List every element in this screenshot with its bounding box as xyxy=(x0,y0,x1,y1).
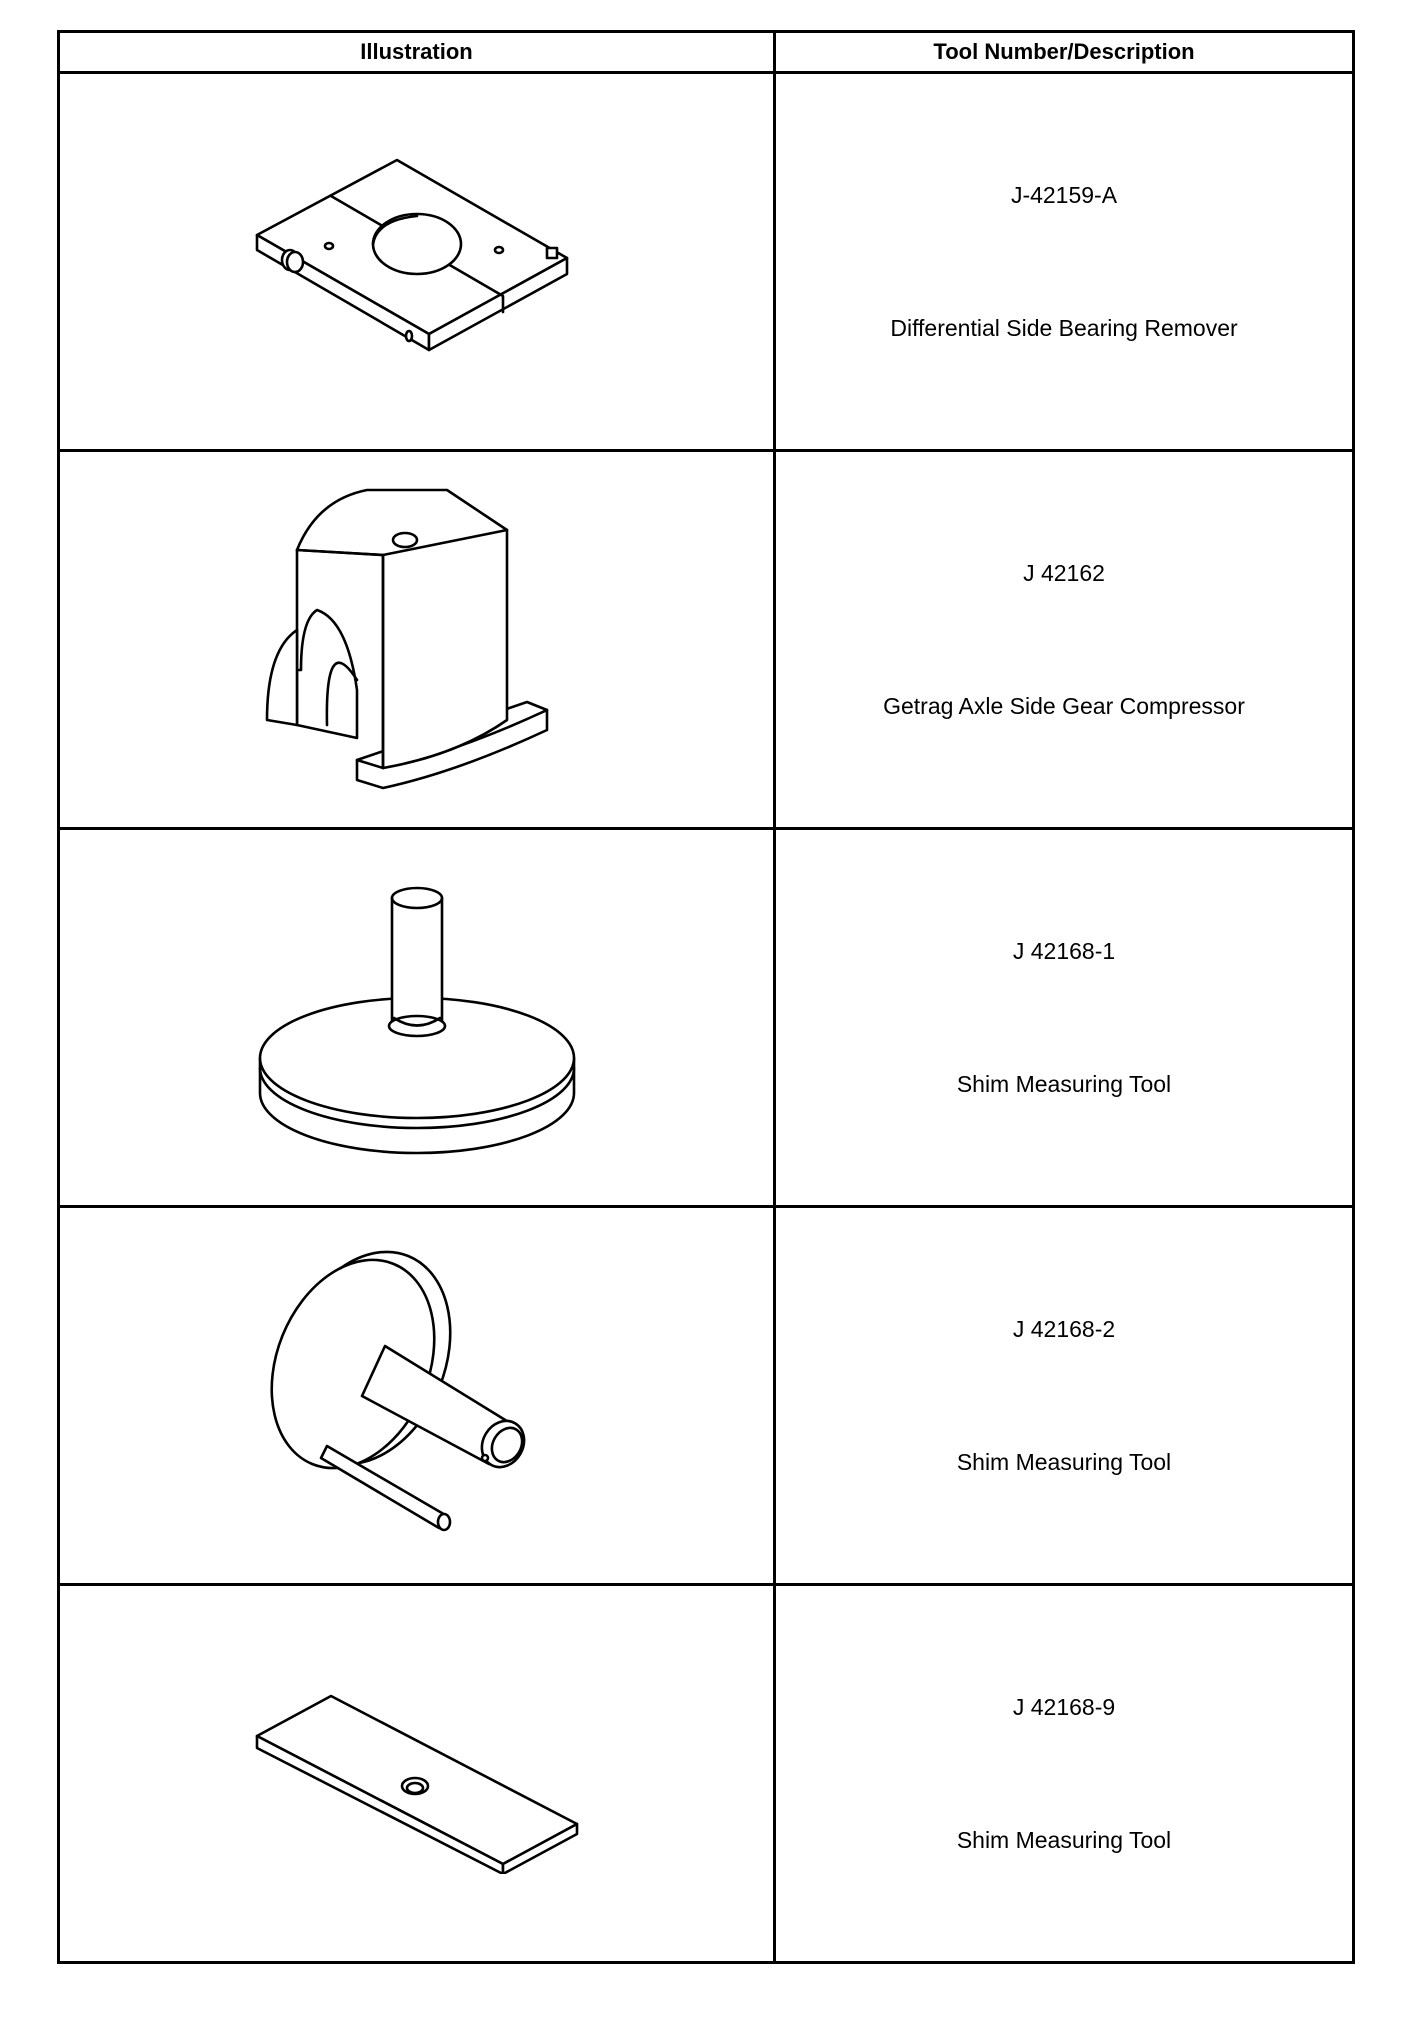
table-row: J-42159-A Differential Side Bearing Remo… xyxy=(57,71,1355,452)
tool-number: J 42162 xyxy=(1023,560,1105,586)
tool-number: J 42168-9 xyxy=(1012,1694,1116,1720)
shim-measuring-tool-1-illustration xyxy=(258,886,575,1154)
tool-description: Shim Measuring Tool xyxy=(956,1449,1172,1475)
description-cell: J 42162 Getrag Axle Side Gear Compressor xyxy=(773,449,1355,830)
table-row: J 42168-9 Shim Measuring Tool xyxy=(57,1583,1355,1964)
table-row: J 42162 Getrag Axle Side Gear Compressor xyxy=(57,449,1355,830)
description-cell: J-42159-A Differential Side Bearing Remo… xyxy=(773,71,1355,452)
shim-measuring-tool-2-illustration xyxy=(269,1250,525,1531)
bearing-remover-illustration xyxy=(255,158,568,351)
illustration-cell xyxy=(57,1583,776,1964)
table-row: J 42168-2 Shim Measuring Tool xyxy=(57,1205,1355,1586)
illustration-cell xyxy=(57,71,776,452)
illustration-cell xyxy=(57,1205,776,1586)
tool-description: Getrag Axle Side Gear Compressor xyxy=(883,693,1245,719)
tool-description: Differential Side Bearing Remover xyxy=(890,315,1238,341)
tool-number: J 42168-2 xyxy=(1012,1316,1116,1342)
description-cell: J 42168-1 Shim Measuring Tool xyxy=(773,827,1355,1208)
table-row: J 42168-1 Shim Measuring Tool xyxy=(57,827,1355,1208)
description-cell: J 42168-9 Shim Measuring Tool xyxy=(773,1583,1355,1964)
description-cell: J 42168-2 Shim Measuring Tool xyxy=(773,1205,1355,1586)
illustration-cell xyxy=(57,449,776,830)
tool-description: Shim Measuring Tool xyxy=(956,1827,1172,1853)
tool-number: J 42168-1 xyxy=(1012,938,1116,964)
tools-table: Illustration Tool Number/Description xyxy=(57,30,1355,1964)
tool-number: J-42159-A xyxy=(1010,182,1118,208)
tool-description: Shim Measuring Tool xyxy=(956,1071,1172,1097)
header-tool-description: Tool Number/Description xyxy=(773,30,1355,74)
side-gear-compressor-illustration xyxy=(265,488,548,789)
illustration-cell xyxy=(57,827,776,1208)
shim-measuring-tool-9-illustration xyxy=(255,1694,578,1874)
header-illustration: Illustration xyxy=(57,30,776,74)
header-row: Illustration Tool Number/Description xyxy=(57,30,1355,74)
